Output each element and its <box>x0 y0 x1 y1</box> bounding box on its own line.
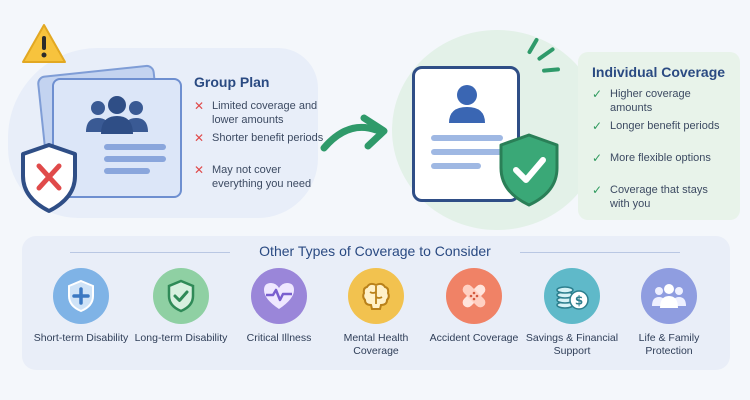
group-plan-item: ✕ Limited coverage and lower amounts <box>194 99 318 126</box>
individual-coverage-panel: Individual Coverage ✓ Higher coverage am… <box>578 52 740 220</box>
other-coverage-title: Other Types of Coverage to Consider <box>259 243 491 259</box>
coverage-item-long-term-disability: Long-term Disability <box>131 268 231 345</box>
coverage-item-short-term-disability: Short-term Disability <box>31 268 131 345</box>
coverage-item-critical-illness: Critical Illness <box>229 268 329 345</box>
svg-text:$: $ <box>575 294 583 308</box>
x-mark-icon: ✕ <box>194 131 205 145</box>
doc-line <box>104 156 166 162</box>
divider <box>70 252 230 253</box>
coverage-item-accident: Accident Coverage <box>424 268 524 345</box>
arrow-right-icon <box>320 114 388 152</box>
group-plan-item: ✕ Shorter benefit periods <box>194 131 324 145</box>
individual-item: ✓ Higher coverage amounts <box>592 87 691 114</box>
shield-plus-icon <box>53 268 109 324</box>
doc-line <box>431 149 503 155</box>
doc-line <box>104 144 166 150</box>
individual-item: ✓ Coverage that stays with you <box>592 183 708 210</box>
check-mark-icon: ✓ <box>592 87 603 101</box>
group-document-icon <box>52 78 182 198</box>
check-mark-icon: ✓ <box>592 151 603 165</box>
warning-icon <box>22 24 66 63</box>
doc-line <box>431 135 503 141</box>
shield-check-icon <box>499 133 559 207</box>
heart-pulse-icon <box>251 268 307 324</box>
brain-icon <box>348 268 404 324</box>
group-plan-title: Group Plan <box>194 74 270 90</box>
coins-icon: $ <box>544 268 600 324</box>
x-mark-icon: ✕ <box>194 99 205 113</box>
check-mark-icon: ✓ <box>592 119 603 133</box>
doc-line <box>431 163 481 169</box>
coverage-item-savings: $ Savings & Financial Support <box>522 268 622 358</box>
group-plan-panel: Group Plan ✕ Limited coverage and lower … <box>180 60 323 210</box>
group-plan-item: ✕ May not cover everything you need <box>194 163 312 190</box>
doc-line <box>104 168 150 174</box>
coverage-item-mental-health: Mental Health Coverage <box>326 268 426 358</box>
shield-check-icon <box>153 268 209 324</box>
divider <box>520 252 680 253</box>
individual-item: ✓ More flexible options <box>592 151 711 165</box>
person-icon <box>449 85 485 123</box>
x-mark-icon: ✕ <box>194 163 205 177</box>
family-icon <box>641 268 697 324</box>
individual-item: ✓ Longer benefit periods <box>592 119 720 133</box>
bandage-icon <box>446 268 502 324</box>
shield-x-icon <box>21 143 77 213</box>
group-people-icon <box>86 96 148 134</box>
coverage-item-life-family: Life & Family Protection <box>619 268 719 358</box>
individual-coverage-title: Individual Coverage <box>592 64 726 80</box>
check-mark-icon: ✓ <box>592 183 603 197</box>
